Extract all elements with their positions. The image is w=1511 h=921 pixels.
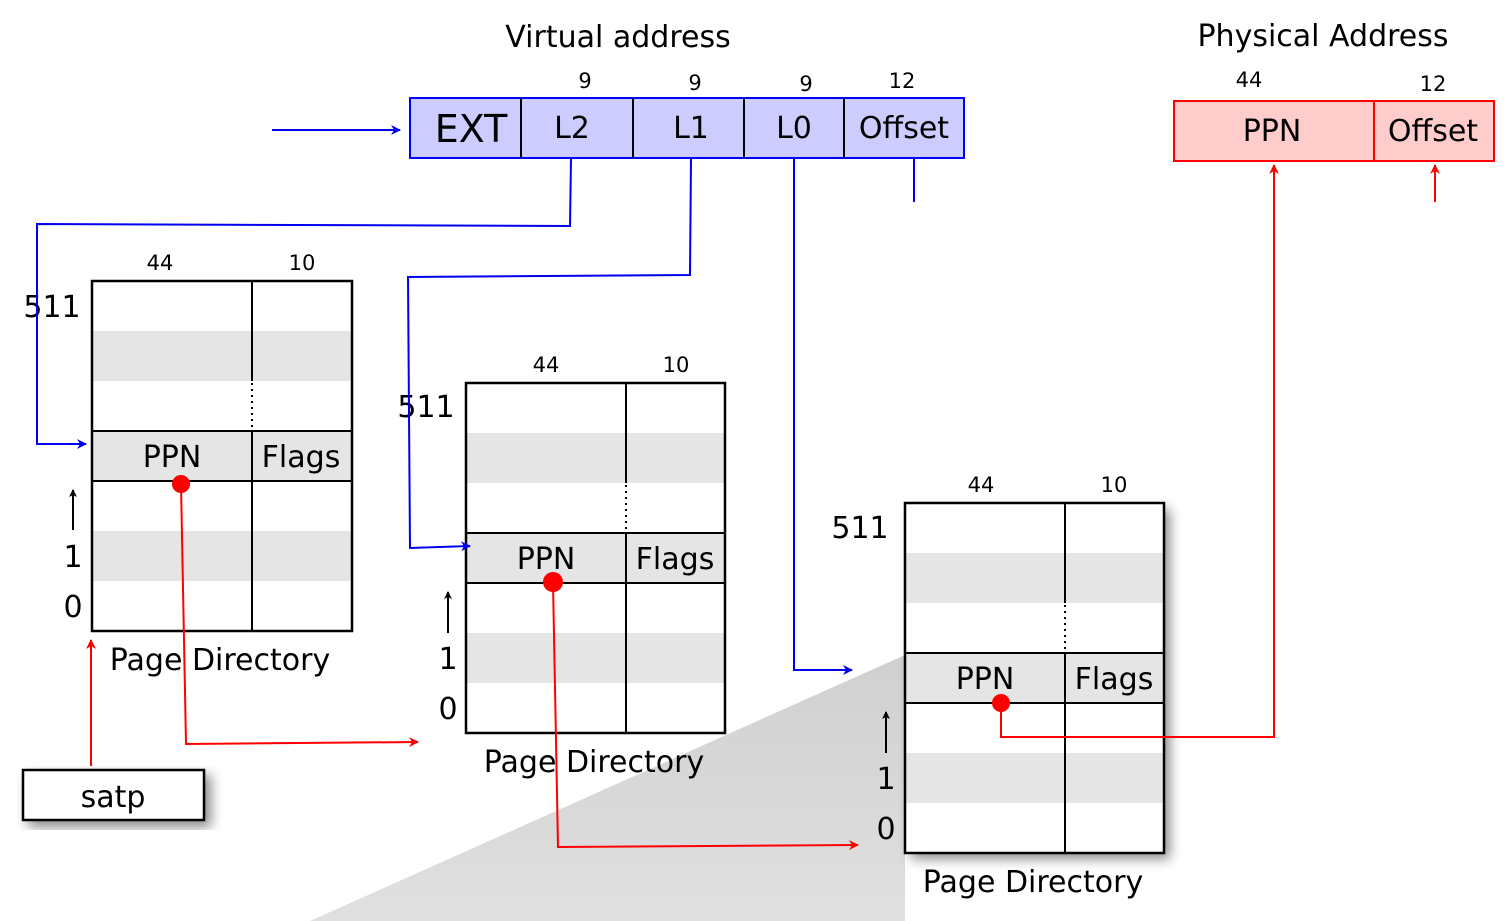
pd3-ppn-dot — [992, 694, 1010, 712]
pd3-flags-bits: 10 — [1101, 473, 1128, 497]
pd3-entry-ppn: PPN — [956, 662, 1015, 697]
va-bits-l0: 9 — [799, 72, 812, 96]
pd1-caption: Page Directory — [110, 643, 330, 678]
pd2-entry-flags: Flags — [636, 542, 715, 577]
pd2-index-511: 511 — [397, 390, 454, 425]
satp-register — [21, 768, 206, 822]
va-field-ext: EXT — [435, 107, 508, 151]
pd1-index-0: 0 — [63, 590, 82, 625]
va-bits-offset: 12 — [889, 69, 916, 93]
pa-bits-offset: 12 — [1420, 72, 1447, 96]
pd2-index-1: 1 — [438, 642, 457, 677]
pa-field-ppn: PPN — [1243, 114, 1302, 149]
pd3-entry-flags: Flags — [1075, 662, 1154, 697]
pd3-ppn-arrow — [1000, 164, 1279, 738]
va-bits-l2: 9 — [578, 69, 591, 93]
pd2-index-0: 0 — [438, 692, 457, 727]
pd2-flags-bits: 10 — [663, 353, 690, 377]
pd1-entry-ppn: PPN — [143, 440, 202, 475]
pd1-ppn-dot — [172, 475, 190, 493]
pd1-ppn-arrow — [180, 483, 419, 748]
va-field-l2: L2 — [554, 111, 590, 146]
physical-address-register — [1173, 100, 1495, 162]
pd1-index-511: 511 — [23, 290, 80, 325]
l2-index-arrow — [36, 157, 572, 449]
pd2-ppn-dot — [543, 572, 563, 592]
pd3-index-511: 511 — [831, 511, 888, 546]
page-directory-1 — [90, 279, 354, 633]
l1-index-arrow — [406, 157, 692, 552]
satp-label: satp — [81, 780, 146, 815]
pd3-caption: Page Directory — [923, 865, 1143, 900]
pd2-caption: Page Directory — [484, 745, 704, 780]
zoom-beam — [310, 655, 905, 921]
pd1-flags-bits: 10 — [289, 251, 316, 275]
page-directory-3 — [903, 501, 1166, 855]
l0-index-arrow — [793, 158, 853, 675]
va-field-l1: L1 — [673, 111, 709, 146]
page-directory-2 — [464, 381, 727, 735]
pd2-ppn-arrow — [552, 581, 859, 851]
pd3-index-1: 1 — [876, 762, 895, 797]
virtual-address-title: Virtual address — [505, 20, 730, 55]
pd1-index-1: 1 — [63, 540, 82, 575]
va-field-l0: L0 — [776, 111, 812, 146]
pd3-index-0: 0 — [876, 812, 895, 847]
physical-address-title: Physical Address — [1197, 19, 1448, 54]
pd2-entry-ppn: PPN — [517, 542, 576, 577]
pa-bits-ppn: 44 — [1236, 68, 1263, 92]
va-bits-l1: 9 — [688, 71, 701, 95]
va-field-offset: Offset — [859, 111, 949, 146]
pd3-ppn-bits: 44 — [968, 473, 995, 497]
pd1-entry-flags: Flags — [262, 440, 341, 475]
pa-field-offset: Offset — [1388, 114, 1478, 149]
pd2-ppn-bits: 44 — [533, 353, 560, 377]
pd1-ppn-bits: 44 — [147, 251, 174, 275]
virtual-address-register — [409, 97, 965, 159]
